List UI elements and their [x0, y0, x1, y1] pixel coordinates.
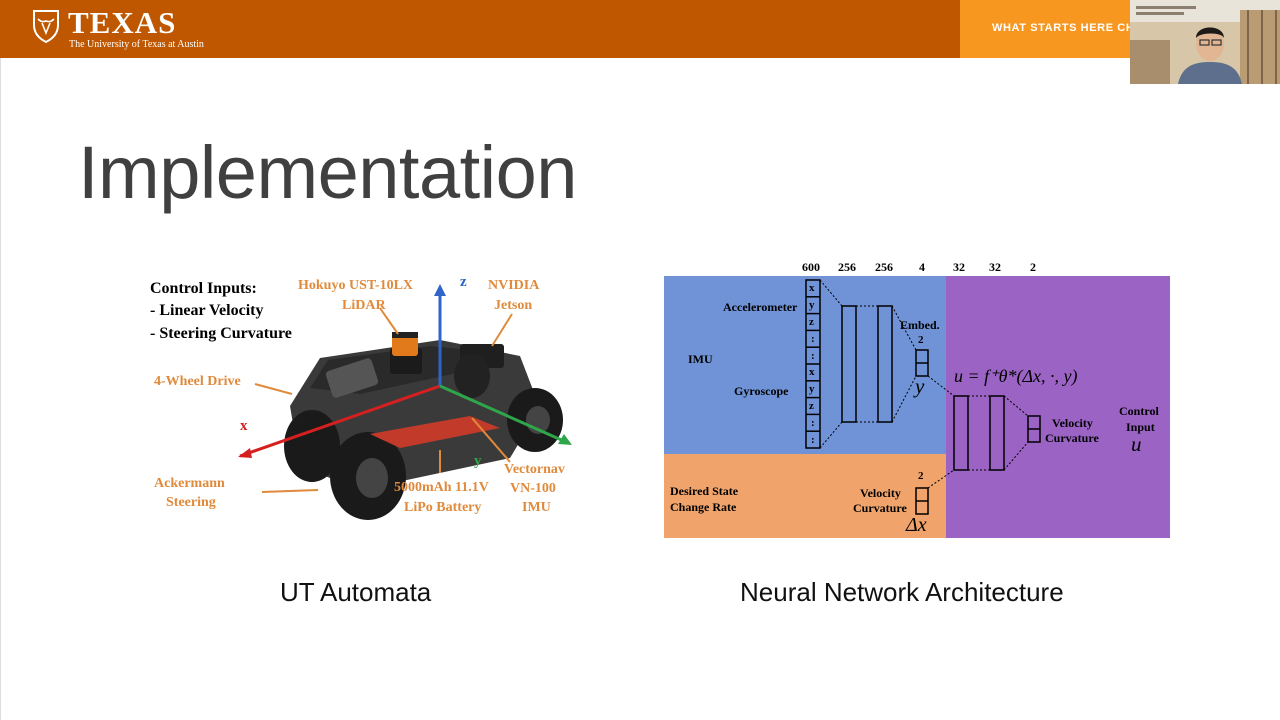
robot-illustration	[238, 284, 572, 520]
axis-z-label: z	[460, 274, 467, 290]
layer-size-256-a: 256	[838, 260, 856, 274]
control-input-label-line2: Input	[1126, 420, 1155, 434]
input-cell-4: :	[811, 333, 815, 345]
lidar-label-line2: LiDAR	[342, 298, 386, 313]
drive-label: 4-Wheel Drive	[154, 374, 241, 389]
battery-label-line2: LiPo Battery	[404, 500, 482, 515]
control-symbol: u	[1131, 432, 1142, 456]
layer-size-256-b: 256	[875, 260, 893, 274]
input-cell-6: x	[809, 366, 815, 378]
desired-velocity-label: Velocity	[860, 486, 901, 500]
output-velocity-label: Velocity	[1052, 416, 1093, 430]
control-input-label-line1: Control	[1119, 404, 1159, 418]
lidar-label-line1: Hokuyo UST-10LX	[298, 278, 414, 293]
longhorn-shield-icon	[33, 10, 59, 43]
control-input-steering-curvature: - Steering Curvature	[150, 325, 292, 342]
control-input-linear-velocity: - Linear Velocity	[150, 302, 264, 319]
slide-title: Implementation	[78, 131, 577, 214]
embed-size: 2	[918, 334, 924, 346]
output-curvature-label: Curvature	[1045, 431, 1099, 445]
embed-symbol: y	[915, 374, 925, 398]
axis-y-label: y	[474, 453, 482, 469]
presenter-webcam	[1130, 0, 1280, 84]
input-cell-7: y	[809, 383, 815, 395]
battery-label-line1: 5000mAh 11.1V	[394, 480, 489, 495]
imu-label-line1: Vectornav	[504, 462, 565, 477]
desired-size: 2	[918, 470, 924, 482]
jetson-label-line1: NVIDIA	[488, 278, 540, 293]
input-cell-5: :	[811, 350, 815, 362]
embed-label: Embed.	[900, 318, 940, 332]
nn-diagram	[664, 276, 1170, 538]
logo-subtitle: The University of Texas at Austin	[69, 39, 204, 50]
header-tagline: WHAT STARTS HERE CH	[992, 22, 1135, 34]
layer-size-32-b: 32	[989, 260, 1001, 274]
presenter-video-frame	[1130, 0, 1280, 84]
steering-label-line2: Steering	[166, 495, 216, 510]
input-cell-3: z	[809, 316, 814, 328]
input-cell-2: y	[809, 299, 815, 311]
left-caption: UT Automata	[280, 577, 432, 607]
desired-state-label-line2: Change Rate	[670, 500, 737, 514]
input-cell-1: x	[809, 282, 815, 294]
layer-size-2: 2	[1030, 260, 1036, 274]
input-cell-8: z	[809, 400, 814, 412]
gyroscope-label: Gyroscope	[734, 384, 789, 398]
slide-border	[0, 58, 1, 720]
policy-formula: u = f⁺θ*(Δx, ·, y)	[954, 366, 1078, 386]
header-bar: TEXAS The University of Texas at Austin …	[0, 0, 1280, 58]
axis-x-label: x	[240, 418, 248, 434]
accelerometer-label: Accelerometer	[723, 300, 798, 314]
jetson-label-line2: Jetson	[494, 298, 533, 313]
delta-x-symbol: Δx	[906, 514, 927, 536]
input-cell-9: :	[811, 417, 815, 429]
layer-size-4: 4	[919, 260, 925, 274]
desired-state-label-line1: Desired State	[670, 484, 739, 498]
nn-imu-label: IMU	[688, 352, 713, 366]
control-inputs-title: Control Inputs:	[150, 280, 257, 297]
layer-size-600: 600	[802, 260, 820, 274]
steering-label-line1: Ackermann	[154, 476, 225, 491]
input-cell-10: :	[811, 434, 815, 446]
desired-curvature-label: Curvature	[853, 501, 907, 515]
robot-figure: Control Inputs: - Linear Velocity - Stee…	[140, 268, 590, 530]
layer-size-32-a: 32	[953, 260, 965, 274]
imu-label-line3: IMU	[522, 500, 551, 515]
imu-label-line2: VN-100	[510, 481, 556, 496]
logo-wordmark: TEXAS	[68, 5, 177, 40]
nn-figure: 600 256 256 4 32 32 2 x y z : : x y z : …	[664, 258, 1170, 538]
right-caption: Neural Network Architecture	[740, 577, 1064, 607]
